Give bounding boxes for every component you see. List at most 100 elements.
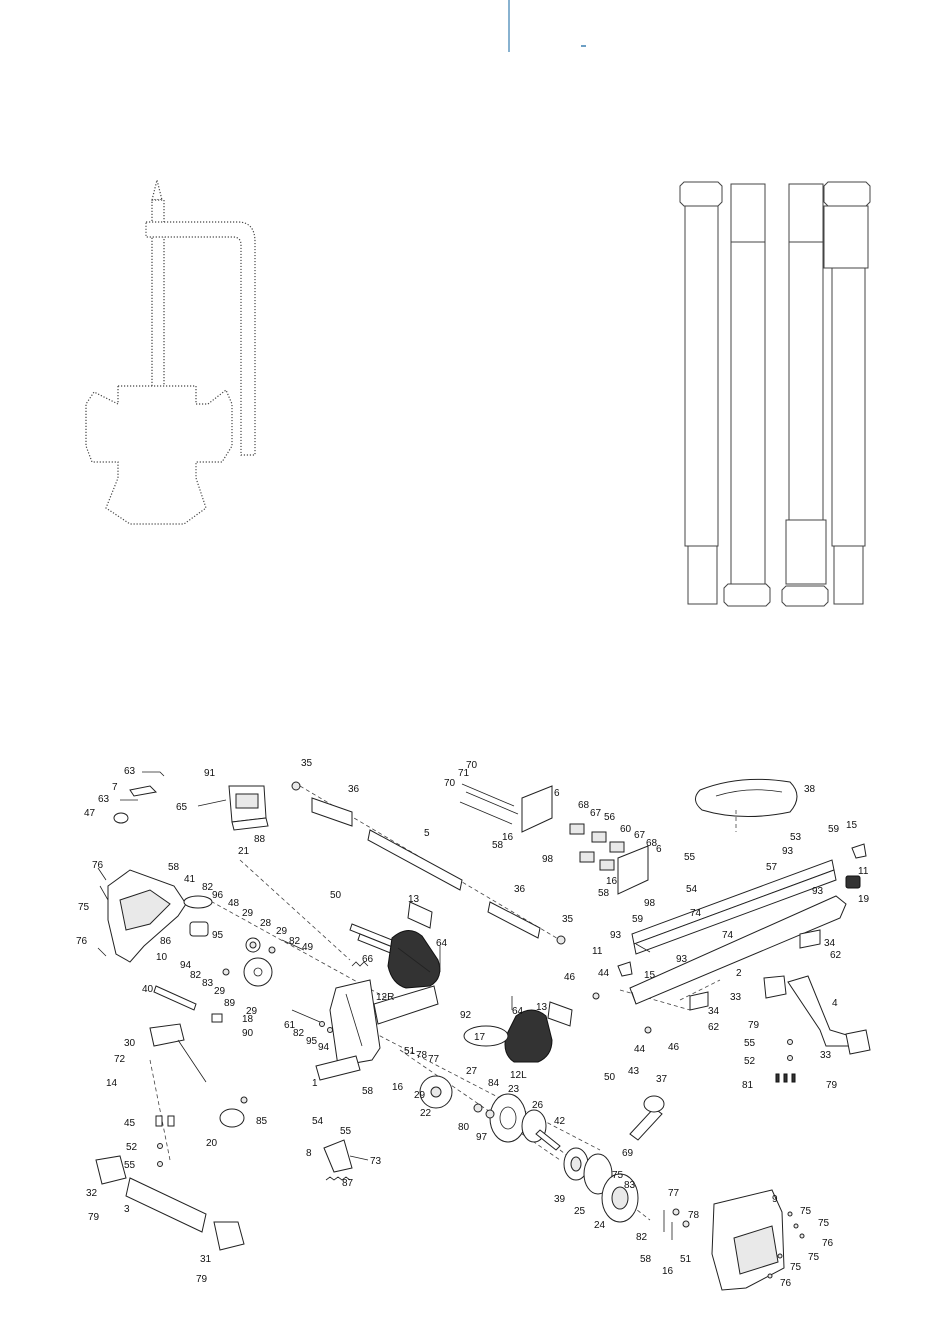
part-callout-label: 58 bbox=[598, 888, 610, 899]
part-callout-label: 76 bbox=[822, 1238, 834, 1249]
part-callout-label: 16 bbox=[502, 832, 514, 843]
part-callout-label: 69 bbox=[622, 1148, 634, 1159]
part-callout-label: 29 bbox=[414, 1090, 426, 1101]
part-callout-label: 58 bbox=[168, 862, 180, 873]
part-callout-label: 39 bbox=[554, 1194, 566, 1205]
part-callout-label: 16 bbox=[606, 876, 618, 887]
part-callout-label: 28 bbox=[260, 918, 272, 929]
part-callout-label: 50 bbox=[604, 1072, 616, 1083]
part-callout-label: 72 bbox=[114, 1054, 126, 1065]
part-callout-label: 76 bbox=[92, 860, 104, 871]
part-callout-label: 79 bbox=[826, 1080, 838, 1091]
part-callout-label: 4 bbox=[832, 998, 838, 1009]
part-callout-label: 16 bbox=[392, 1082, 404, 1093]
part-callout-label: 75 bbox=[818, 1218, 830, 1229]
part-callout-label: 13 bbox=[536, 1002, 548, 1013]
part-callout-label: 45 bbox=[124, 1118, 136, 1129]
part-callout-label: 21 bbox=[238, 846, 250, 857]
part-callout-label: 79 bbox=[196, 1274, 208, 1285]
part-callout-label: 43 bbox=[628, 1066, 640, 1077]
part-callout-label: 31 bbox=[200, 1254, 212, 1265]
part-callout-label: 71 bbox=[458, 768, 470, 779]
part-callout-label: 41 bbox=[184, 874, 196, 885]
part-callout-label: 79 bbox=[88, 1212, 100, 1223]
part-callout-label: 68 bbox=[578, 800, 590, 811]
part-callout-label: 47 bbox=[84, 808, 96, 819]
part-callout-label: 49 bbox=[302, 942, 314, 953]
part-callout-label: 17 bbox=[474, 1032, 486, 1043]
part-callout-label: 70 bbox=[466, 760, 478, 771]
part-callout-label: 15 bbox=[846, 820, 858, 831]
part-callout-label: 46 bbox=[564, 972, 576, 983]
parts-drawing bbox=[95, 771, 871, 1291]
part-callout-label: 11 bbox=[592, 946, 603, 957]
part-callout-label: 96 bbox=[212, 890, 224, 901]
part-callout-label: 58 bbox=[362, 1086, 374, 1097]
part-callout-label: 34 bbox=[708, 1006, 720, 1017]
part-callout-label: 87 bbox=[342, 1178, 354, 1189]
part-callout-label: 1 bbox=[312, 1078, 318, 1089]
part-callout-label: 56 bbox=[604, 812, 616, 823]
part-callout-label: 61 bbox=[284, 1020, 296, 1031]
part-callout-label: 58 bbox=[640, 1254, 652, 1265]
part-callout-label: 57 bbox=[766, 862, 778, 873]
part-callout-label: 75 bbox=[808, 1252, 820, 1263]
part-callout-label: 75 bbox=[800, 1206, 812, 1217]
part-callout-label: 65 bbox=[176, 802, 188, 813]
part-callout-label: 55 bbox=[340, 1126, 352, 1137]
part-callout-label: 36 bbox=[514, 884, 526, 895]
part-callout-label: 80 bbox=[458, 1122, 470, 1133]
part-callout-label: 55 bbox=[124, 1160, 136, 1171]
part-callout-label: 27 bbox=[466, 1066, 478, 1077]
part-callout-label: 50 bbox=[330, 890, 342, 901]
part-callout-label: 2 bbox=[736, 968, 742, 979]
part-callout-label: 75 bbox=[612, 1170, 624, 1181]
part-callout-label: 78 bbox=[688, 1210, 700, 1221]
part-callout-label: 7 bbox=[112, 782, 118, 793]
part-callout-label: 6 bbox=[554, 788, 560, 799]
part-callout-label: 73 bbox=[370, 1156, 382, 1167]
part-callout-label: 29 bbox=[246, 1006, 258, 1017]
part-callout-label: 12L bbox=[510, 1070, 527, 1081]
part-callout-label: 82 bbox=[190, 970, 202, 981]
part-callout-label: 38 bbox=[804, 784, 816, 795]
part-callout-label: 22 bbox=[420, 1108, 432, 1119]
part-callout-label: 26 bbox=[532, 1100, 544, 1111]
part-callout-label: 58 bbox=[492, 840, 504, 851]
part-callout-label: 11 bbox=[858, 866, 869, 877]
part-callout-label: 98 bbox=[542, 854, 554, 865]
part-callout-label: 95 bbox=[212, 930, 224, 941]
part-callout-label: 63 bbox=[98, 794, 110, 805]
part-callout-label: 77 bbox=[668, 1188, 680, 1199]
part-callout-label: 93 bbox=[610, 930, 622, 941]
part-callout-label: 62 bbox=[830, 950, 842, 961]
part-callout-label: 92 bbox=[460, 1010, 472, 1021]
part-callout-label: 53 bbox=[790, 832, 802, 843]
part-callout-label: 35 bbox=[562, 914, 574, 925]
part-callout-label: 74 bbox=[690, 908, 702, 919]
part-callout-label: 66 bbox=[362, 954, 374, 965]
part-callout-label: 16 bbox=[662, 1266, 674, 1277]
part-callout-label: 13 bbox=[408, 894, 420, 905]
part-callout-label: 19 bbox=[858, 894, 870, 905]
allen-key-and-spanner-icon bbox=[85, 179, 256, 525]
part-callout-label: 93 bbox=[676, 954, 688, 965]
part-callout-label: 34 bbox=[824, 938, 836, 949]
part-callout-label: 29 bbox=[242, 908, 254, 919]
part-callout-label: 77 bbox=[428, 1054, 440, 1065]
part-callout-label: 48 bbox=[228, 898, 240, 909]
part-callout-label: 59 bbox=[828, 824, 840, 835]
part-callout-label: 76 bbox=[76, 936, 88, 947]
part-callout-label: 42 bbox=[554, 1116, 566, 1127]
part-callout-label: 67 bbox=[590, 808, 602, 819]
part-callout-label: 86 bbox=[160, 936, 172, 947]
part-callout-label: 83 bbox=[624, 1180, 636, 1191]
part-callout-label: 10 bbox=[156, 952, 168, 963]
part-callout-label: 24 bbox=[594, 1220, 606, 1231]
part-callout-label: 59 bbox=[632, 914, 644, 925]
part-callout-label: 67 bbox=[634, 830, 646, 841]
part-callout-label: 25 bbox=[574, 1206, 586, 1217]
part-callout-label: 30 bbox=[124, 1038, 136, 1049]
